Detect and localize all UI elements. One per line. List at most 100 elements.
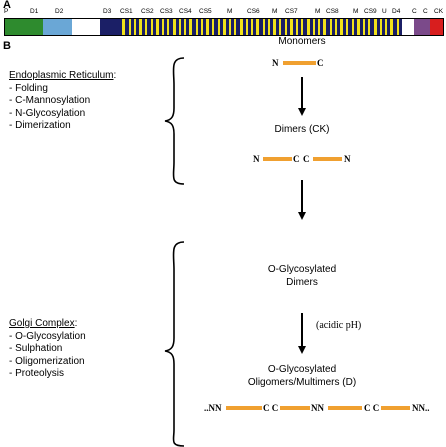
bar-segment-stripe-yellow (279, 19, 281, 35)
bar-segment-stripe-navy (209, 19, 212, 35)
bar-segment-stripe-navy (270, 19, 273, 35)
bar-segment-cs1-region (100, 19, 122, 35)
bar-segment-stripe-navy (198, 19, 201, 35)
bar-segment-stripe-navy (136, 19, 139, 35)
bar-segment-stripe-navy (131, 19, 134, 35)
golgi-item-proteolysis: - Proteolysis (9, 368, 65, 379)
bar-segment-stripe-yellow (212, 19, 214, 35)
bar-segment-stripe-navy (298, 19, 301, 35)
golgi-item-o-glycosylation: - O-Glycosylation (9, 330, 86, 342)
domain-label-5: CS2 (141, 8, 154, 15)
bar-segment-stripe-navy (203, 19, 206, 35)
bar-segment-stripe-yellow (307, 19, 310, 35)
monomer-n-label: N (272, 58, 279, 68)
bar-segment-stripe-navy (226, 19, 229, 35)
step-multimers-line1: O-Glycosylated (267, 364, 337, 375)
bar-segment-stripe-navy (354, 19, 357, 35)
multimer-label-nn-middle: NN (311, 403, 324, 413)
dimer-n1-label: N (253, 154, 260, 164)
er-item-dimerization: - Dimerization (9, 120, 71, 131)
bar-segment-stripe-navy (192, 19, 196, 35)
bar-segment-stripe-yellow (385, 19, 387, 35)
acidic-ph-label: (acidic pH) (316, 320, 362, 331)
bar-segment-stripe-yellow (268, 19, 270, 35)
bar-segment-stripe-yellow (184, 19, 186, 35)
bar-segment-stripe-navy (310, 19, 313, 35)
bar-segment-stripe-navy (360, 19, 363, 35)
bar-segment-stripe-yellow (352, 19, 354, 35)
bar-segment-stripe-yellow (256, 19, 259, 35)
multimer-label-nn-left: ..NN (204, 403, 222, 413)
domain-label-3: D3 (103, 8, 112, 15)
dimer-c1-label: C (293, 154, 300, 164)
bar-segment-stripe-navy (236, 19, 240, 35)
bar-segment-stripe-navy (326, 19, 330, 35)
bar-segment-stripe-navy (377, 19, 380, 35)
domain-label-20: C (423, 8, 428, 15)
monomer-c-label: C (317, 58, 324, 68)
domain-label-12: CS7 (285, 8, 298, 15)
bar-segment-stripe-navy (159, 19, 162, 35)
bar-segment-stripe-navy (337, 19, 340, 35)
bar-segment-stripe-yellow (246, 19, 248, 35)
bar-segment-stripe-yellow (251, 19, 253, 35)
bar-segment-stripe-navy (176, 19, 179, 35)
multimer-label-cc-1: C C (263, 403, 279, 413)
domain-label-7: CS4 (179, 8, 192, 15)
bar-segment-stripe-navy (387, 19, 390, 35)
bar-segment-stripe-yellow (206, 19, 209, 35)
bar-segment-stripe-navy (393, 19, 397, 35)
bar-segment-stripe-yellow (340, 19, 343, 35)
domain-label-19: C (412, 8, 417, 15)
bar-segment-stripe-yellow (263, 19, 265, 35)
panel-b-letter: B (3, 40, 11, 52)
bar-segment-stripe-yellow (162, 19, 164, 35)
bar-segment-stripe-navy (370, 19, 374, 35)
bar-segment-u-region (402, 19, 414, 35)
multimer-label-cc-2: C C (364, 403, 380, 413)
bar-segment-stripe-navy (253, 19, 256, 35)
bar-segment-stripe-yellow (397, 19, 399, 35)
domain-label-6: CS3 (160, 8, 173, 15)
domain-bar (4, 18, 444, 36)
bar-segment-stripe-navy (181, 19, 184, 35)
bar-segment-stripe-navy (186, 19, 189, 35)
bar-segment-stripe-yellow (229, 19, 231, 35)
domain-label-17: U (382, 8, 387, 15)
bar-segment-stripe-navy (320, 19, 323, 35)
step-o-dimers-line1: O-Glycosylated (267, 264, 337, 275)
bar-segment-stripe-yellow (173, 19, 176, 35)
bar-segment-stripe-yellow (201, 19, 203, 35)
bar-segment-stripe-yellow (330, 19, 332, 35)
er-item-c-mannosylation: - C-Mannosylation (9, 95, 91, 106)
domain-label-0: P (4, 8, 9, 15)
bar-segment-stripe-yellow (290, 19, 293, 35)
bar-segment-stripe-navy (220, 19, 223, 35)
bar-segment-stripe-navy (259, 19, 263, 35)
bar-segment-stripe-yellow (151, 19, 153, 35)
domain-label-18: D4 (392, 8, 401, 15)
bar-segment-stripe-navy (281, 19, 285, 35)
er-brace (164, 57, 185, 185)
bar-segment-stripe-yellow (189, 19, 192, 35)
golgi-item-oligomerization: - Oligomerization (9, 355, 85, 367)
bar-segment-stripe-yellow (179, 19, 181, 35)
bar-segment-stripe-navy (399, 19, 402, 35)
bar-segment-stripe-yellow (156, 19, 159, 35)
bar-segment-stripe-yellow (301, 19, 303, 35)
step-multimers-line2: Oligomers/Multimers (D) (247, 377, 357, 388)
bar-segment-stripe-yellow (296, 19, 298, 35)
step-o-dimers-line2: Dimers (286, 277, 318, 288)
bar-segment-stripe-navy (243, 19, 246, 35)
bar-segment-stripe-navy (164, 19, 167, 35)
bar-segment-stripe-yellow (234, 19, 236, 35)
golgi-colon: : (74, 318, 78, 329)
domain-label-16: CS9 (364, 8, 377, 15)
er-colon: : (113, 70, 117, 81)
bar-segment-d4-region (414, 19, 430, 35)
domain-label-15: M (353, 8, 359, 15)
bar-segment-d2-region (43, 19, 72, 35)
bar-segment-stripe-navy (382, 19, 385, 35)
er-item-n-glycosylation: - N-Glycosylation (9, 107, 86, 119)
bar-segment-stripe-yellow (318, 19, 320, 35)
